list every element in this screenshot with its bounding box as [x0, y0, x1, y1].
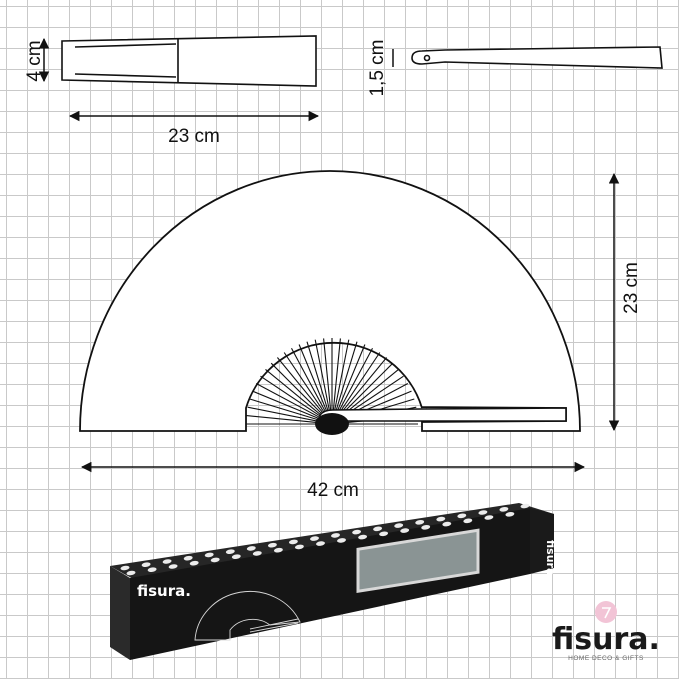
box-dot [415, 520, 425, 525]
box-dot [436, 516, 446, 522]
box-dot [120, 565, 130, 571]
closed-fan-outline [61, 35, 317, 87]
fan-rib-line [252, 390, 322, 420]
fan-rib-line [283, 352, 326, 415]
box-dot [183, 555, 193, 561]
fan-outline [79, 170, 581, 435]
box-dot [231, 554, 241, 559]
box-dot [373, 526, 383, 532]
box-dot [394, 523, 404, 528]
box-dot [225, 549, 235, 554]
fan-rib-line [336, 344, 366, 414]
box-end-face [110, 566, 130, 660]
logo-tagline: HOME DECO & GIFTS [568, 655, 644, 662]
fan-rib-line [332, 338, 341, 413]
box-dot [358, 534, 368, 540]
fan-rib-line [249, 398, 321, 422]
box-dot [421, 525, 431, 530]
fan-rib-line [270, 362, 324, 416]
fan-rib-line [306, 341, 330, 413]
box-dot [505, 512, 515, 517]
box-dot [484, 515, 494, 520]
box-dot [379, 531, 389, 537]
fan-handle [319, 407, 567, 422]
fan-rib-line [338, 352, 381, 415]
rib-thickness-label: 1,5 cm [367, 39, 388, 96]
fan-rib-outline [411, 46, 663, 69]
open-width-dimension: 42 cm [80, 461, 586, 501]
fan-rib-line [314, 339, 331, 413]
box-dot [252, 551, 262, 556]
fan-rib-line [265, 368, 324, 417]
box-dot [478, 510, 488, 515]
open-height-label: 23 cm [621, 262, 642, 314]
box-dot [210, 557, 220, 563]
box-dot [400, 528, 410, 533]
box-dot [457, 513, 467, 519]
brand-logo: fisura. HOME DECO & GIFTS [552, 601, 660, 662]
closed-fan-height-dimension: 4 cm [24, 37, 50, 83]
fan-rib-line [255, 383, 322, 419]
box-dot [267, 542, 277, 548]
fan-rib-line [334, 341, 358, 413]
fan-box: fisura. fisura. [110, 503, 557, 660]
box-dot [273, 547, 283, 553]
box-dot [352, 529, 362, 535]
logo-wordmark: fisura. [552, 622, 660, 657]
box-dot [162, 559, 172, 564]
box-dot [331, 533, 340, 538]
fan-rib-line [340, 362, 394, 416]
fan-rib-line [340, 368, 399, 417]
fan-rib-line [339, 357, 388, 416]
box-dot [189, 560, 199, 566]
box-dot [288, 539, 298, 545]
box-window [356, 528, 480, 594]
closed-fan-length-dimension: 23 cm [68, 110, 320, 147]
box-dot [204, 552, 214, 558]
box-side-brand: fisura. [544, 540, 557, 580]
box-dot [463, 518, 473, 524]
fan-rib-line [333, 339, 350, 413]
closed-height-label: 4 cm [24, 40, 45, 81]
box-brand: fisura. [137, 582, 191, 600]
flower-logo-icon [595, 601, 617, 623]
box-dot [499, 507, 509, 512]
fan-rib-line [337, 347, 373, 414]
fan-rib-line [323, 338, 332, 413]
box-dot [246, 546, 256, 551]
box-fan-print [194, 591, 301, 641]
box-dot [168, 564, 178, 569]
box-dot [316, 541, 325, 546]
box-dot [520, 503, 530, 509]
box-dot [337, 538, 346, 543]
open-height-dimension: 23 cm [608, 172, 642, 432]
open-width-label: 42 cm [307, 480, 359, 501]
box-dot [141, 562, 151, 567]
box-side-face [530, 508, 554, 574]
box-dot [310, 536, 319, 541]
box-dot [147, 567, 157, 572]
box-dot [126, 570, 136, 576]
fan-rib-line [276, 357, 325, 416]
closed-length-label: 23 cm [168, 126, 220, 147]
box-dot [442, 521, 452, 527]
box-dot-pattern [120, 503, 530, 576]
fan-rib-line [298, 344, 328, 414]
fan-rib-line [291, 347, 327, 414]
fan-pivot [315, 413, 349, 435]
fan-rib-line [247, 406, 321, 423]
box-top-face [110, 503, 554, 580]
box-dot [294, 544, 304, 550]
fan-rib-line [246, 415, 321, 424]
rib-thickness-dimension: 1,5 cm [367, 39, 394, 97]
fan-rib-line [260, 375, 323, 418]
